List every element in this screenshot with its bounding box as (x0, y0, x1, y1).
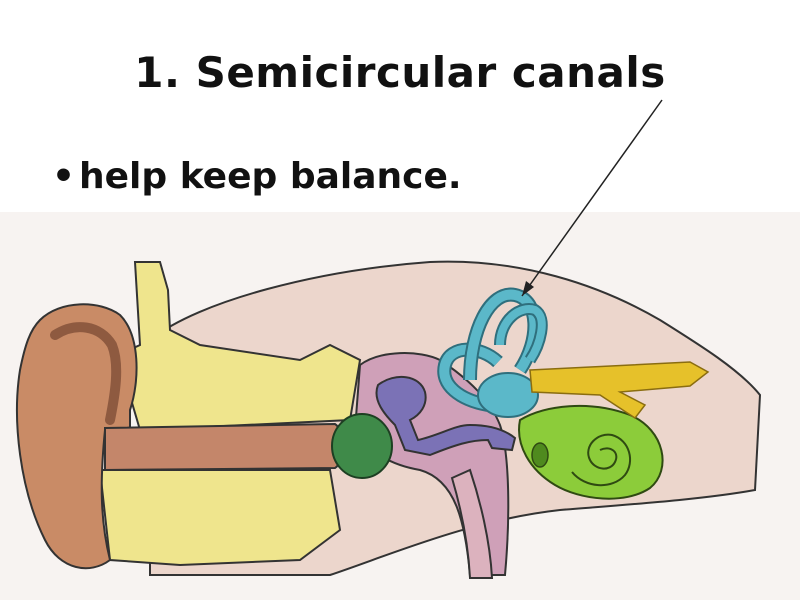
skull-bone-lower (100, 470, 340, 565)
ear-canal (105, 424, 343, 470)
eardrum (332, 414, 392, 478)
cochlea-window (532, 443, 548, 467)
